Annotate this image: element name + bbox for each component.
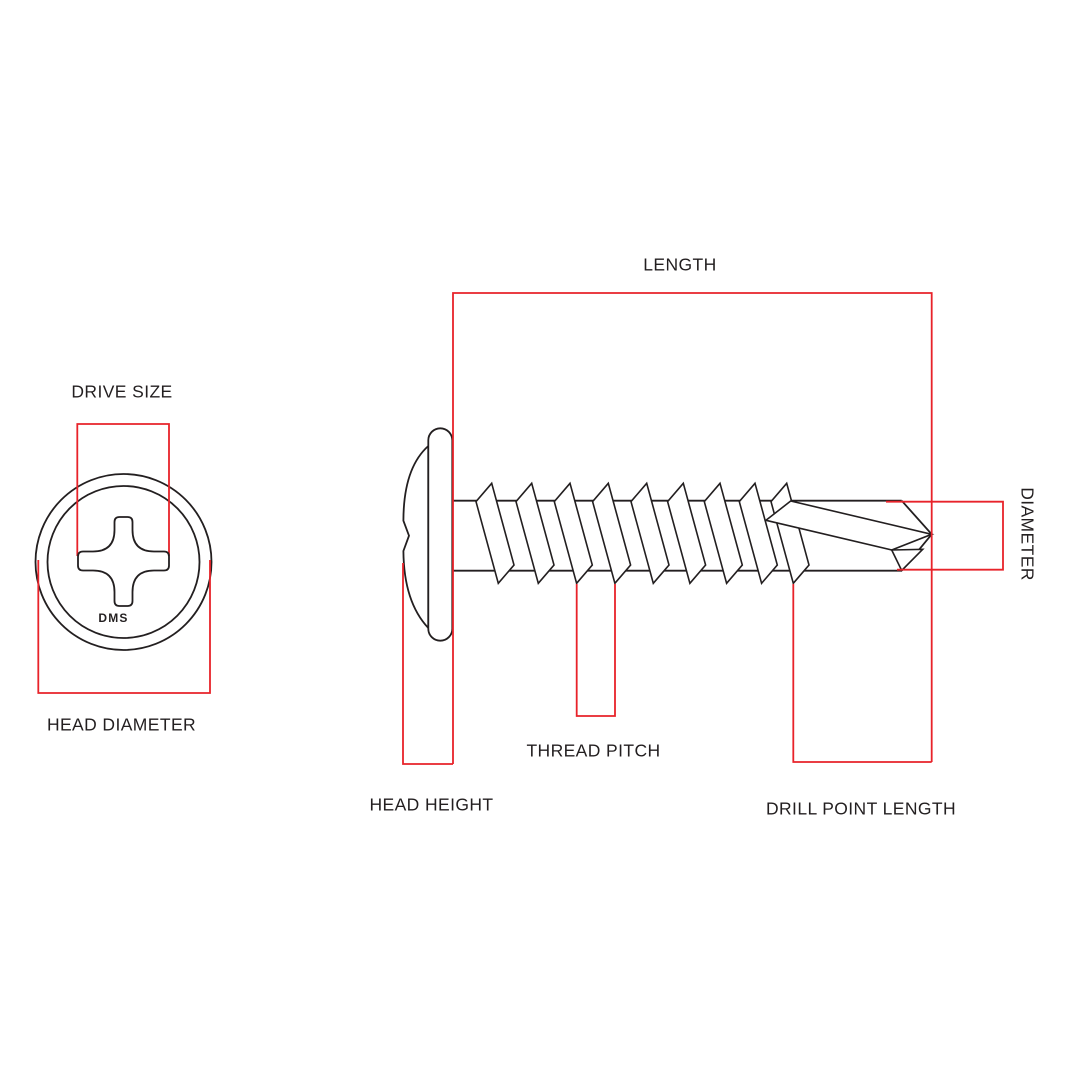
thread-blade bbox=[553, 481, 594, 585]
head-stamp-text: DMS bbox=[98, 611, 129, 625]
diameter-label: DIAMETER bbox=[1017, 487, 1037, 581]
thread-blade bbox=[738, 481, 779, 585]
thread-helix bbox=[475, 481, 810, 585]
thread-pitch-dimension-bracket bbox=[575, 584, 616, 717]
head-height-label: HEAD HEIGHT bbox=[369, 794, 494, 814]
drive-size-label: DRIVE SIZE bbox=[71, 381, 173, 401]
phillips-recess bbox=[77, 516, 170, 607]
thread-blade bbox=[591, 481, 632, 585]
head-dome-profile bbox=[402, 443, 430, 631]
thread-blade bbox=[630, 481, 670, 585]
drill-flute-tip-facet bbox=[890, 548, 925, 572]
diameter-dimension-bracket bbox=[886, 500, 1004, 571]
head-diameter-dimension-bracket bbox=[37, 560, 211, 694]
thread-blade bbox=[475, 481, 515, 585]
length-dimension-bracket bbox=[452, 292, 933, 764]
drill-point-length-label: DRILL POINT LENGTH bbox=[765, 798, 957, 819]
head-height-dimension-bracket bbox=[402, 563, 453, 765]
drill-point-length-dimension-bracket bbox=[792, 584, 932, 763]
head-diameter-label: HEAD DIAMETER bbox=[46, 714, 197, 734]
side-view bbox=[402, 292, 1004, 765]
thread-blade bbox=[666, 481, 707, 585]
length-label: LENGTH bbox=[643, 254, 717, 274]
thread-pitch-label: THREAD PITCH bbox=[526, 740, 661, 760]
thread-blade bbox=[770, 481, 810, 585]
front-view bbox=[34, 423, 213, 694]
drive-size-dimension-bracket bbox=[76, 423, 170, 556]
head-flange-profile bbox=[427, 427, 454, 642]
thread-blade bbox=[703, 481, 744, 585]
thread-blade bbox=[515, 481, 555, 585]
